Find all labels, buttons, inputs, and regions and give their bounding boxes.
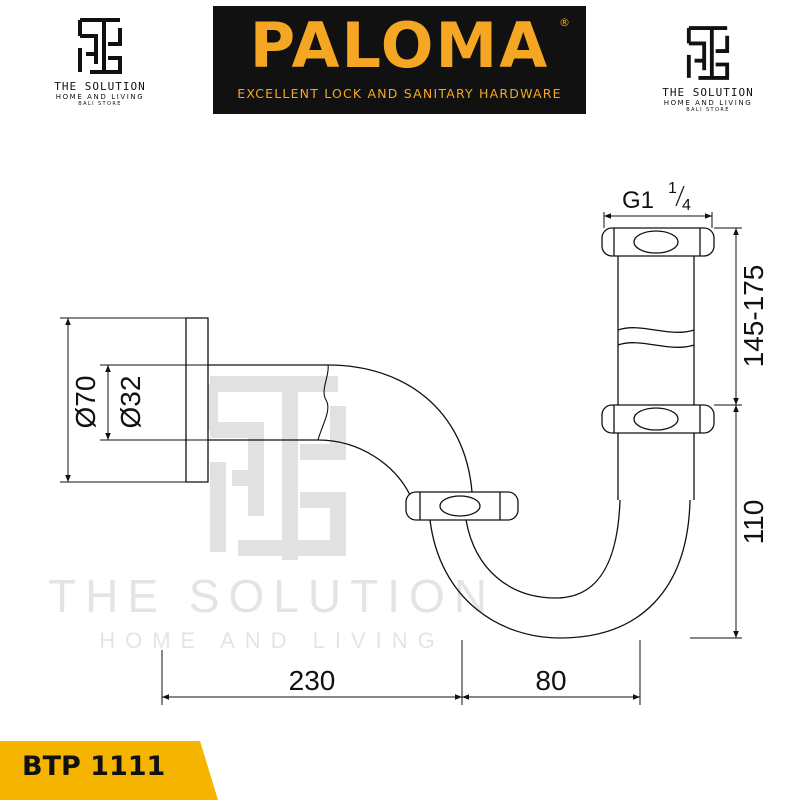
horizontal-pipe (208, 364, 328, 441)
top-nut (601, 227, 715, 257)
brand-right-subtitle: HOME AND LIVING (663, 99, 753, 107)
brand-left-subtitle: HOME AND LIVING (55, 93, 145, 101)
the-solution-logo-icon (78, 18, 122, 74)
paloma-banner: PALOMA ® EXCELLENT LOCK AND SANITARY HAR… (213, 6, 586, 114)
dim-thread-numerator: 1 (668, 180, 677, 197)
u-trap (429, 499, 691, 639)
model-code: BTP 1111 (22, 751, 166, 782)
paloma-tagline: EXCELLENT LOCK AND SANITARY HARDWARE (237, 86, 562, 101)
watermark: THE SOLUTION HOME AND LIVING (48, 376, 496, 653)
vertical-tailpiece (617, 255, 695, 500)
the-solution-logo-icon (686, 26, 730, 80)
brand-right-small: BALI STORE (686, 107, 730, 113)
dim-flange-diameter: Ø70 (70, 376, 101, 429)
brand-logo-right: THE SOLUTION HOME AND LIVING BALI STORE (638, 22, 778, 113)
brand-logo-left: THE SOLUTION HOME AND LIVING BALI STORE (30, 14, 170, 107)
middle-nut (601, 404, 715, 434)
watermark-subtitle: HOME AND LIVING (99, 628, 445, 653)
dim-height-adjust: 145-175 (738, 265, 769, 368)
brand-left-small: BALI STORE (78, 101, 122, 107)
dim-height-lower: 110 (738, 500, 769, 545)
dim-thread-fraction-slash (675, 185, 685, 207)
dim-trap-width: 80 (535, 665, 566, 696)
dim-thread-label: G1 (622, 187, 654, 214)
model-badge: BTP 1111 (0, 741, 218, 800)
dim-horizontal-length: 230 (289, 665, 336, 696)
brand-left-title: THE SOLUTION (54, 80, 146, 93)
model-badge-shape (0, 741, 218, 800)
watermark-logo-icon (202, 376, 346, 560)
wall-flange (185, 317, 209, 483)
paloma-registered-mark: ® (559, 16, 570, 29)
watermark-title: THE SOLUTION (48, 570, 496, 622)
pipe-bend-upper (317, 364, 473, 496)
paloma-name: PALOMA (249, 9, 550, 82)
dim-pipe-diameter: Ø32 (115, 376, 146, 429)
dim-thread-denominator: 4 (682, 197, 691, 214)
brand-right-title: THE SOLUTION (662, 86, 754, 99)
trap-nut (405, 491, 519, 521)
